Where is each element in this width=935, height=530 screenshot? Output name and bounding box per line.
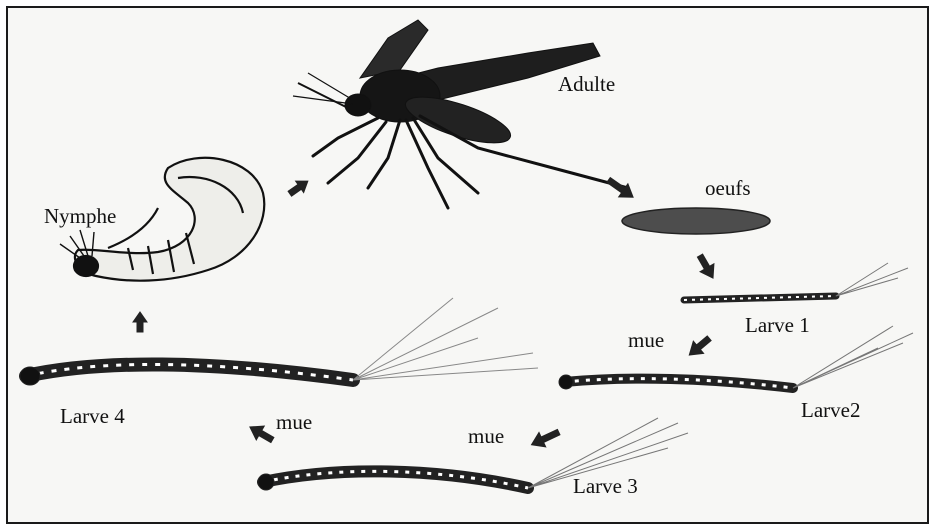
arrow-larva3-to-larva4 — [246, 420, 277, 447]
label-larva1: Larve 1 — [745, 315, 810, 336]
egg-drawing — [622, 208, 770, 234]
adult-mosquito-drawing — [293, 20, 628, 208]
label-eggs: oeufs — [705, 178, 751, 199]
label-larva4: Larve 4 — [60, 406, 125, 427]
life-cycle-diagram: Adulte oeufs Larve 1 Larve2 Larve 3 Larv… — [6, 6, 929, 524]
label-molt: mue — [468, 426, 504, 447]
larva4-drawing — [20, 298, 538, 385]
label-larva3: Larve 3 — [573, 476, 638, 497]
arrow-larva1-to-larva2 — [684, 332, 714, 361]
arrow-adult-to-eggs — [604, 173, 638, 203]
label-molt: mue — [276, 412, 312, 433]
larva2-drawing — [559, 326, 913, 389]
label-pupa: Nymphe — [44, 206, 116, 227]
arrow-larva4-to-pupa — [133, 312, 147, 332]
label-molt: mue — [628, 330, 664, 351]
larva1-drawing — [684, 263, 908, 300]
arrow-larva2-to-larva3 — [528, 425, 562, 452]
arrow-pupa-to-adult — [286, 175, 312, 199]
label-adult: Adulte — [558, 74, 615, 95]
arrow-eggs-to-larva1 — [693, 252, 720, 283]
label-larva2: Larve2 — [801, 400, 860, 421]
